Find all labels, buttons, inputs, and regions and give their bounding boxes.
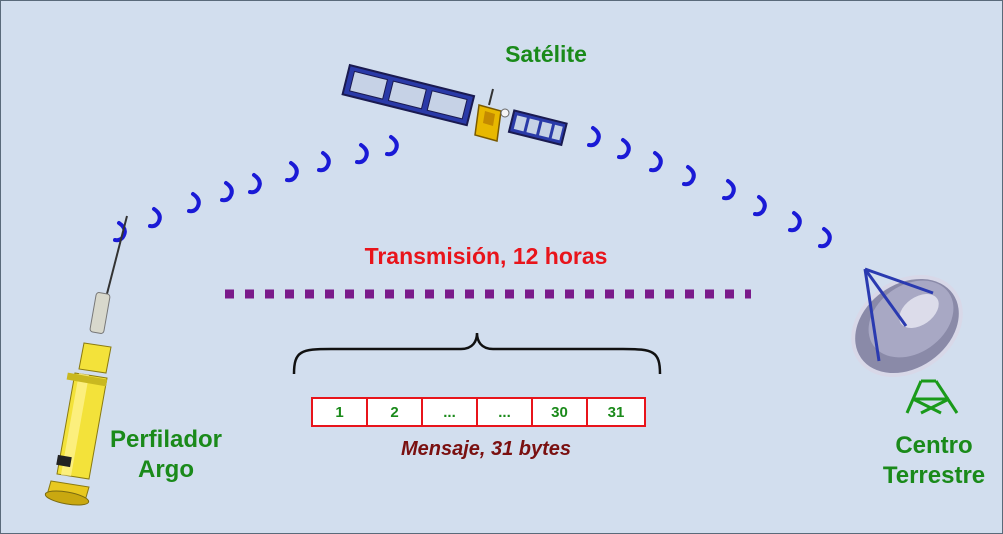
argo-float-label: Perfilador Argo [91, 425, 241, 485]
transmission-label: Transmisión, 12 horas [364, 243, 608, 269]
satellite-icon [341, 63, 568, 147]
message-label: Mensaje, 31 bytes [400, 438, 572, 460]
message-packet: 1 2 ... ... 30 31 [311, 397, 646, 427]
argo-float-label-line1: Perfilador [109, 426, 223, 453]
message-brace [292, 332, 662, 375]
message-cell: 2 [368, 399, 423, 425]
message-cell: ... [423, 399, 478, 425]
argo-float-icon [44, 215, 128, 506]
satellite-label: Satélite [505, 41, 587, 67]
uplink-signal-arcs [113, 135, 399, 243]
ground-station-dish-icon [851, 267, 963, 415]
argo-float-label-line2: Argo [138, 456, 194, 483]
ground-station-label-line1: Centro [895, 432, 973, 459]
ground-station-label-line2: Terrestre [882, 462, 986, 489]
message-cell: 31 [607, 403, 625, 421]
message-cell: 30 [533, 399, 588, 425]
ground-station-label: Centro Terrestre [859, 431, 1002, 491]
downlink-signal-arcs [587, 126, 832, 249]
message-cell: 1 [313, 399, 368, 425]
message-cell: ... [478, 399, 533, 425]
